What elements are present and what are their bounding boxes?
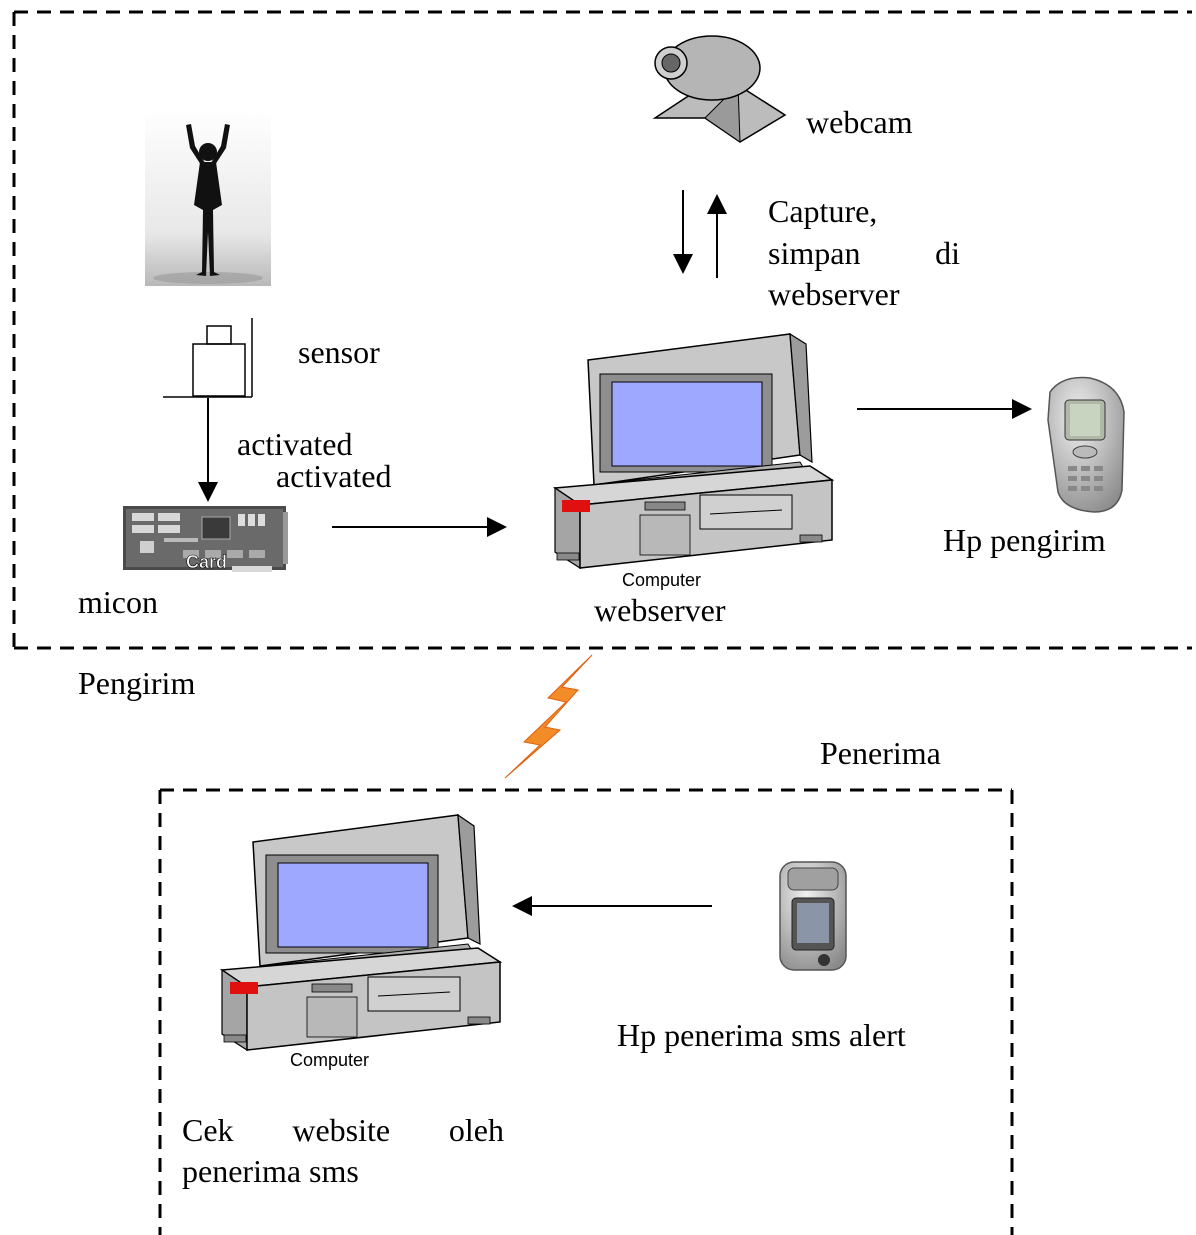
webcam-label: webcam [806, 104, 913, 140]
computer-caption: Computer [622, 570, 702, 590]
activated-label-line1: activated [237, 426, 353, 462]
receiver-group-label: Penerima [820, 735, 941, 771]
card-text: Card [186, 552, 228, 573]
computer-caption-receiver: Computer [290, 1050, 370, 1070]
check-word-website: website [292, 1112, 391, 1148]
capture-label-line2: simpan di [768, 234, 960, 272]
capture-label-line3: webserver [768, 276, 900, 312]
webcam-icon [652, 35, 787, 143]
check-word-cek: Cek [182, 1112, 234, 1148]
hp-sender-label: Hp pengirim [943, 522, 1106, 558]
phone-icon [1047, 376, 1125, 513]
check-website-line2: penerima sms [182, 1153, 359, 1189]
sender-box [12, 10, 1192, 650]
computer-icon [219, 813, 503, 1052]
sensor-icon [163, 318, 253, 398]
sender-group-label: Pengirim [78, 665, 196, 701]
capture-label-line1: Capture, [768, 193, 878, 229]
receiver-box [158, 788, 1014, 1235]
sensor-label: sensor [298, 334, 380, 370]
computer-icon [552, 332, 835, 570]
phone-icon [779, 861, 847, 971]
capture-word-simpan: simpan [768, 235, 861, 271]
check-word-oleh: oleh [448, 1112, 504, 1148]
capture-word-di: di [935, 235, 960, 271]
activated-label-line2: activated [276, 458, 392, 494]
person-silhouette-icon [145, 108, 271, 286]
micon-label: micon [78, 584, 158, 620]
check-website-line1: Cek website oleh [182, 1111, 504, 1149]
hp-receiver-label: Hp penerima sms alert [617, 1017, 906, 1053]
webserver-label: webserver [594, 592, 726, 628]
card-icon [123, 506, 288, 572]
lightning-icon [504, 654, 593, 779]
